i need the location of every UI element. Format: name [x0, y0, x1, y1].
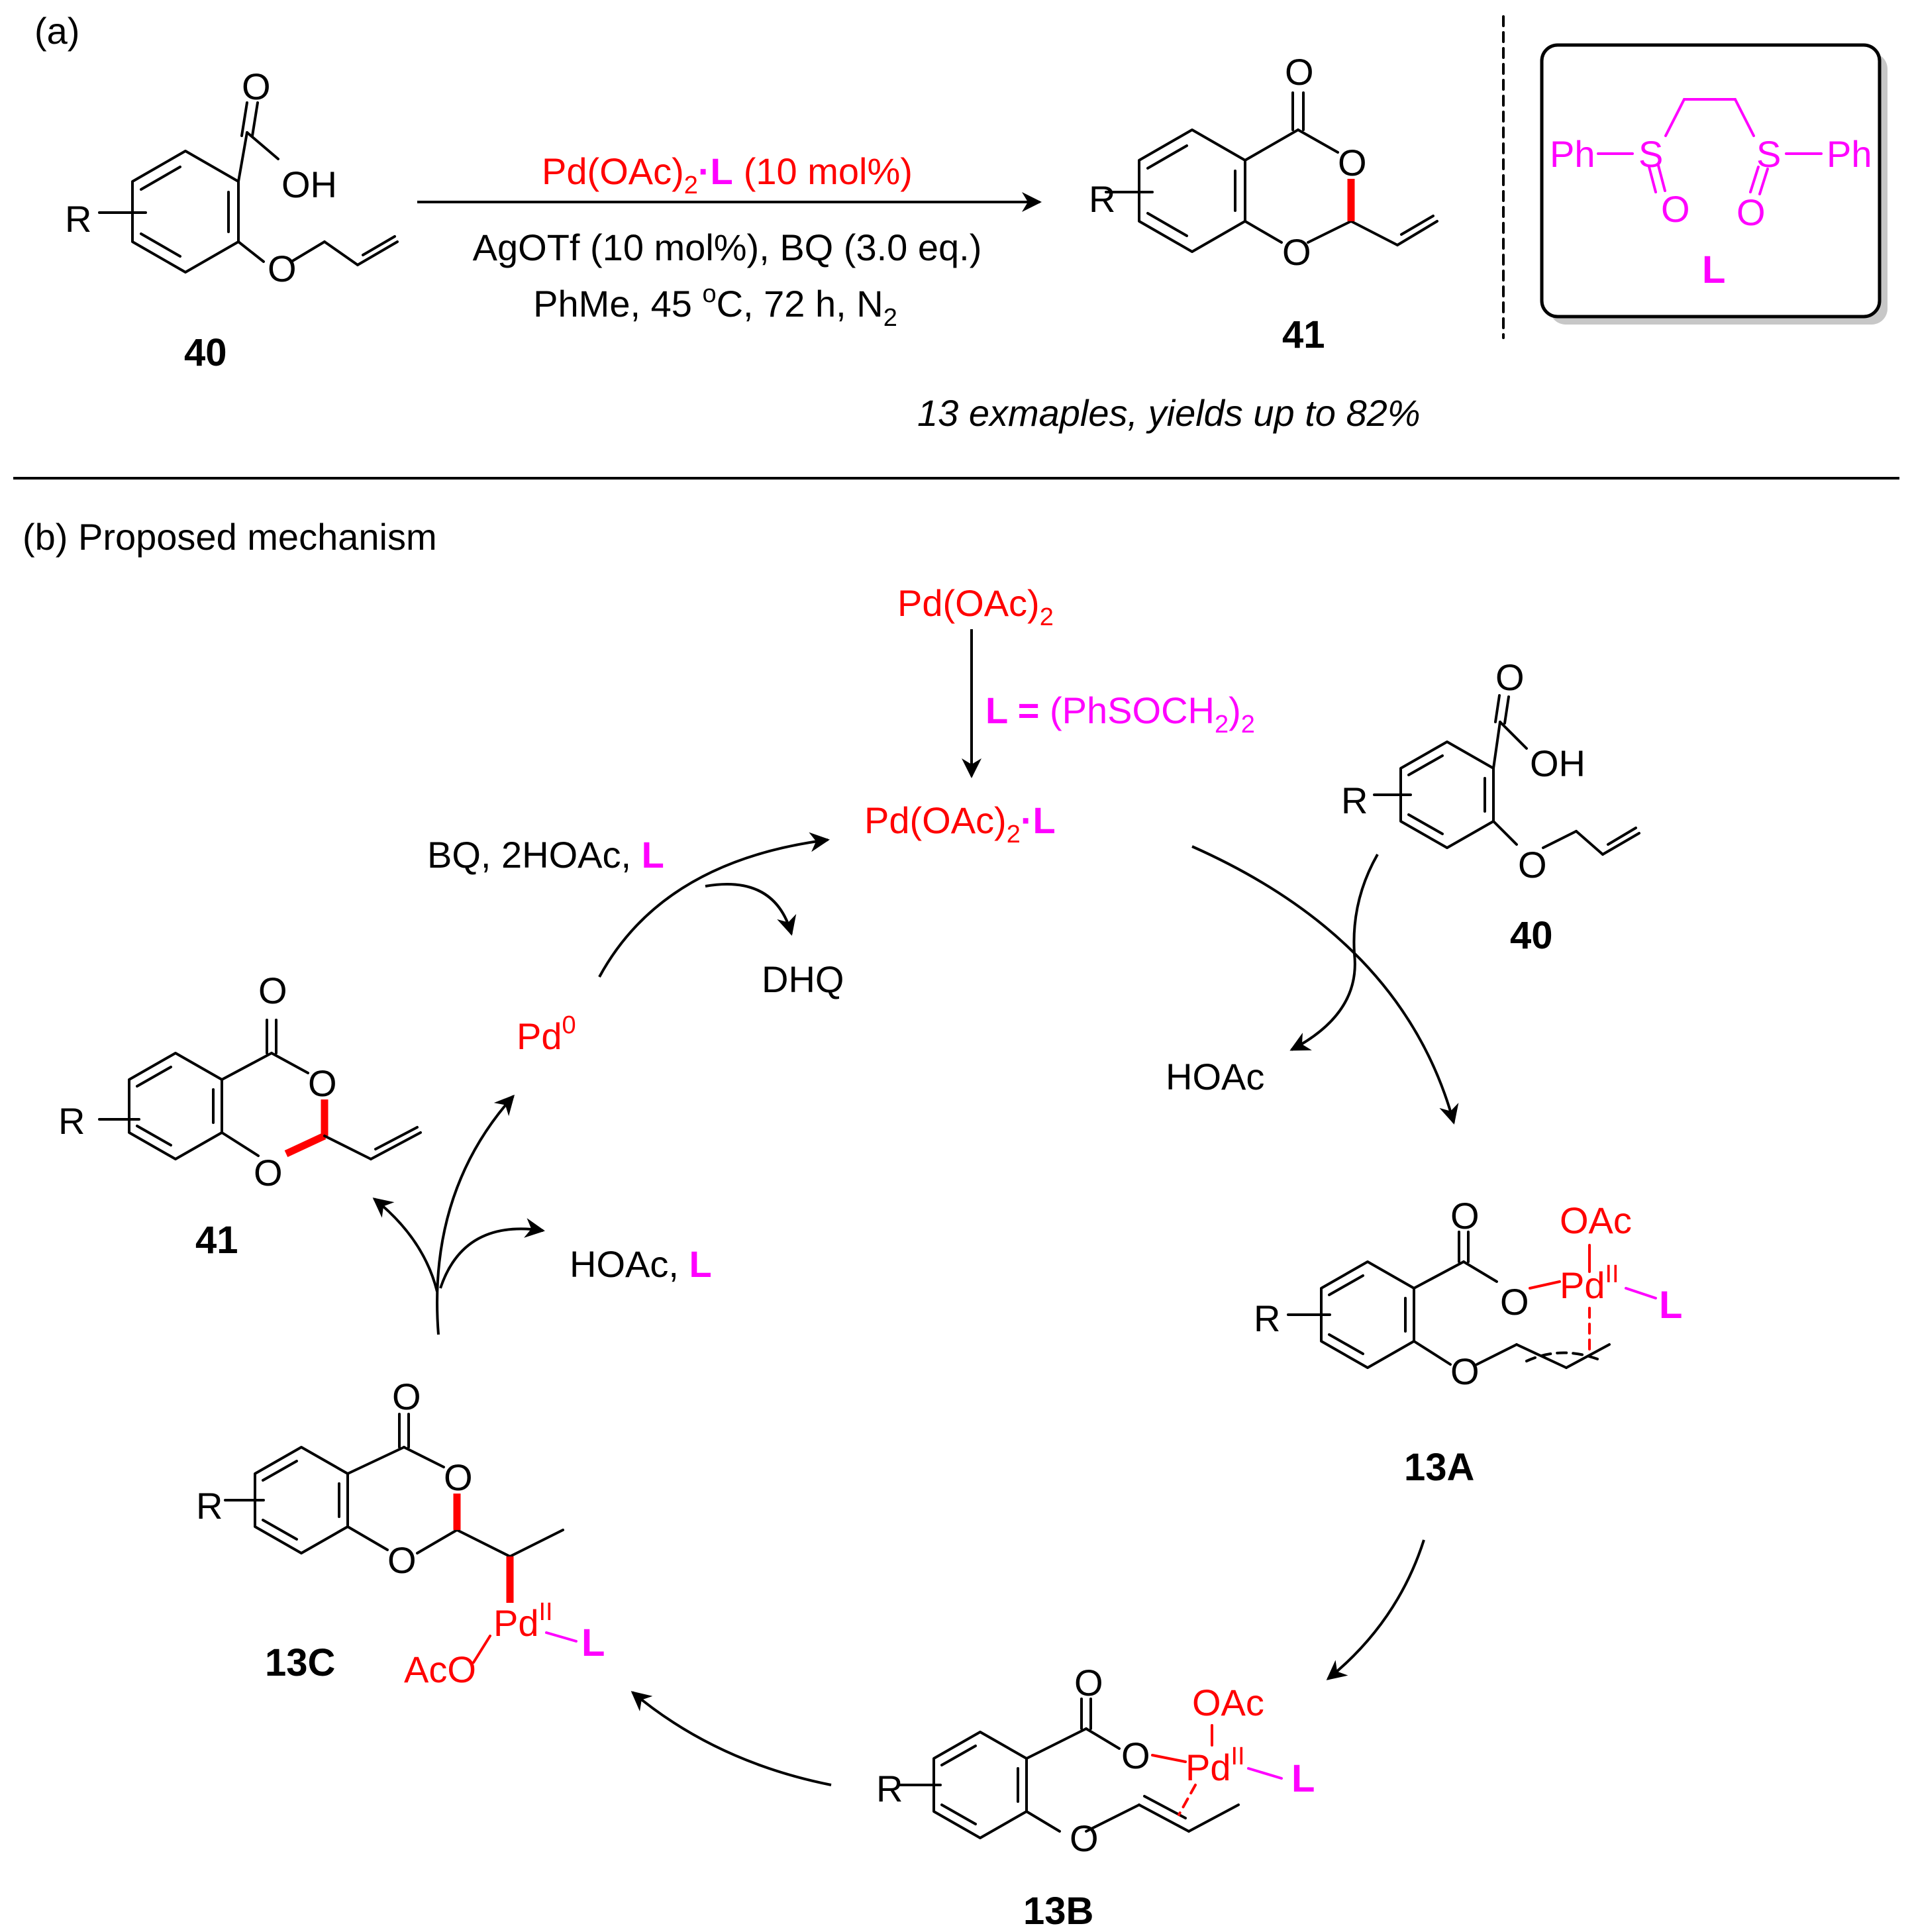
hoac-release-arrow — [1289, 854, 1379, 1051]
mechanism-40-structure — [1373, 694, 1640, 856]
ligand-s-left: S — [1638, 133, 1663, 175]
mechanism-40-o-carbonyl: O — [1495, 656, 1525, 698]
panel-b: (b) Proposed mechanism Pd(OAc)2 L = (PhS… — [23, 516, 1682, 1932]
regen-reagents: BQ, 2HOAc, L — [427, 834, 664, 876]
i13a-l: L — [1659, 1284, 1682, 1327]
reoxidation-arrow — [598, 832, 830, 978]
intermediate-13b-structure — [898, 1698, 1283, 1839]
13c-to-pd0-arrow — [436, 1094, 515, 1335]
i13c-o-ether: O — [387, 1539, 417, 1581]
mechanism-41-o-carbonyl: O — [258, 970, 287, 1011]
mechanism-41-number: 41 — [195, 1219, 238, 1262]
i13a-r: R — [1254, 1297, 1280, 1339]
complex-to-13a-arrow — [1191, 845, 1459, 1125]
reactant-40-o-ether: O — [268, 248, 297, 289]
intermediate-13c-structure — [224, 1413, 578, 1664]
panel-a-label: (a) — [34, 10, 79, 52]
product-release-arrow — [372, 1197, 438, 1292]
i13b-pd: PdII — [1185, 1743, 1245, 1788]
dhq-label: DHQ — [762, 958, 844, 1000]
i13b-o-ester: O — [1121, 1735, 1150, 1776]
13b-to-13c-arrow — [630, 1691, 832, 1786]
mechanism-40-r: R — [1341, 780, 1368, 821]
i13c-o-ring: O — [444, 1456, 473, 1498]
i13a-o-ester: O — [1500, 1281, 1529, 1323]
ligand-o-left: O — [1661, 188, 1690, 230]
i13c-number: 13C — [265, 1641, 335, 1684]
i13c-l: L — [581, 1621, 605, 1664]
i13a-pd: PdII — [1560, 1260, 1619, 1306]
i13c-pd: PdII — [493, 1598, 553, 1644]
reactant-40-r: R — [65, 198, 91, 240]
i13a-oac: OAc — [1560, 1199, 1632, 1241]
product-41-o-ether: O — [1282, 231, 1311, 273]
conditions-line-3: PhMe, 45 oC, 72 h, N2 — [533, 280, 897, 332]
product-41-structure — [1105, 91, 1438, 253]
ligand-o-right: O — [1736, 191, 1766, 233]
i13a-o-ether: O — [1450, 1350, 1480, 1392]
i13b-number: 13B — [1023, 1890, 1093, 1932]
hoac-release-label: HOAc — [1166, 1056, 1264, 1097]
product-41-r: R — [1089, 178, 1115, 220]
mechanism-41-o-ether: O — [254, 1152, 283, 1194]
product-41-o-carbonyl: O — [1285, 51, 1314, 93]
ligand-box — [1540, 43, 1887, 325]
mechanism-41-o-ring: O — [308, 1062, 337, 1104]
mechanism-41-r: R — [58, 1100, 85, 1142]
pd0-label: Pd0 — [517, 1011, 576, 1057]
13a-to-13b-arrow — [1326, 1539, 1425, 1680]
conditions-line-2: AgOTf (10 mol%), BQ (3.0 eq.) — [473, 227, 982, 268]
ligand-ph-right: Ph — [1827, 133, 1872, 175]
pd-acetate-label: Pd(OAc)2 — [897, 582, 1054, 631]
mechanism-40-number: 40 — [1510, 914, 1553, 957]
scope-note: 13 exmaples, yields up to 82% — [917, 392, 1421, 434]
ligand-label: L — [1702, 248, 1725, 291]
panel-b-label: (b) Proposed mechanism — [23, 516, 437, 558]
i13b-r: R — [876, 1768, 903, 1809]
i13c-o-carbonyl: O — [392, 1376, 421, 1417]
dhq-release-arrow — [705, 883, 797, 936]
panel-a: (a) R O OH O 40 Pd(OAc)2·L(10 mol%) — [34, 10, 1887, 434]
i13c-aco: AcO — [404, 1649, 476, 1690]
i13a-o-carbonyl: O — [1450, 1195, 1480, 1237]
hoac-l-label: HOAc, L — [570, 1243, 712, 1285]
ligand-equation: L = (PhSOCH2)2 — [985, 689, 1255, 738]
reactant-40-number: 40 — [184, 331, 227, 374]
reactant-40-o-carbonyl: O — [242, 66, 271, 107]
hoac-l-release-arrow — [439, 1218, 545, 1289]
i13b-o-ether: O — [1070, 1817, 1099, 1859]
i13a-number: 13A — [1404, 1446, 1474, 1489]
product-41-o-ring: O — [1338, 142, 1367, 183]
i13b-oac: OAc — [1192, 1682, 1264, 1723]
ligand-s-right: S — [1756, 133, 1781, 175]
reactant-40-structure — [98, 101, 399, 274]
product-41-number: 41 — [1282, 313, 1325, 356]
i13c-r: R — [196, 1485, 223, 1527]
ligand-ph-left: Ph — [1550, 133, 1595, 175]
reactant-40-oh: OH — [281, 164, 337, 205]
i13b-l: L — [1291, 1757, 1315, 1800]
catalyst-text: Pd(OAc)2·L(10 mol%) — [542, 150, 913, 199]
mechanism-40-oh: OH — [1530, 742, 1585, 784]
intermediate-13a-structure — [1287, 1231, 1657, 1369]
mechanism-40-o-ether: O — [1518, 844, 1547, 886]
mechanism-41-structure — [98, 1019, 422, 1160]
i13b-o-carbonyl: O — [1074, 1662, 1103, 1703]
pd-ligand-complex: Pd(OAc)2·L — [864, 799, 1056, 848]
